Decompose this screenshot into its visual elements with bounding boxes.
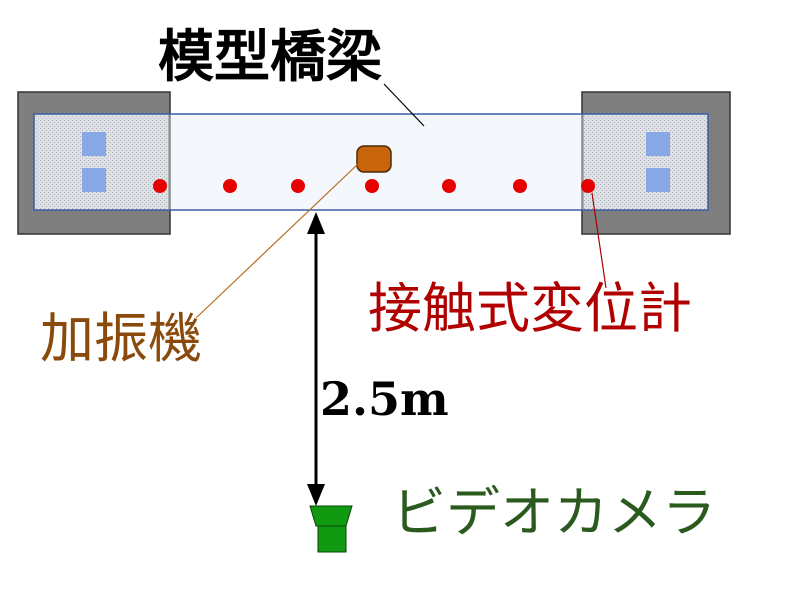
support-block-left xyxy=(17,91,171,235)
sensor-dot xyxy=(513,179,527,193)
distance-arrow xyxy=(307,212,325,506)
bolt-icon xyxy=(82,132,106,156)
bridge-model-title: 模型橋梁 xyxy=(158,25,382,90)
bolt-icon xyxy=(646,168,670,192)
displacement-sensor-label: 接触式変位計 xyxy=(368,277,692,340)
sensor-dot xyxy=(365,179,379,193)
sensor-dot xyxy=(291,179,305,193)
sensor-dot xyxy=(581,179,595,193)
sensor-dots xyxy=(153,179,595,193)
bolt-icon xyxy=(646,132,670,156)
sensor-leader-line xyxy=(591,192,607,289)
bolt-icon xyxy=(82,168,106,192)
title-leader-line xyxy=(383,83,425,127)
sensor-dot xyxy=(223,179,237,193)
shaker-icon xyxy=(356,145,392,173)
sensor-dot xyxy=(442,179,456,193)
camera-icon xyxy=(309,505,353,553)
sensor-dot xyxy=(153,179,167,193)
shaker-label: 加振機 xyxy=(40,307,202,370)
shaker-leader-line xyxy=(195,163,359,319)
distance-label: 2.5m xyxy=(320,372,449,426)
video-camera-label: ビデオカメラ xyxy=(392,481,716,544)
